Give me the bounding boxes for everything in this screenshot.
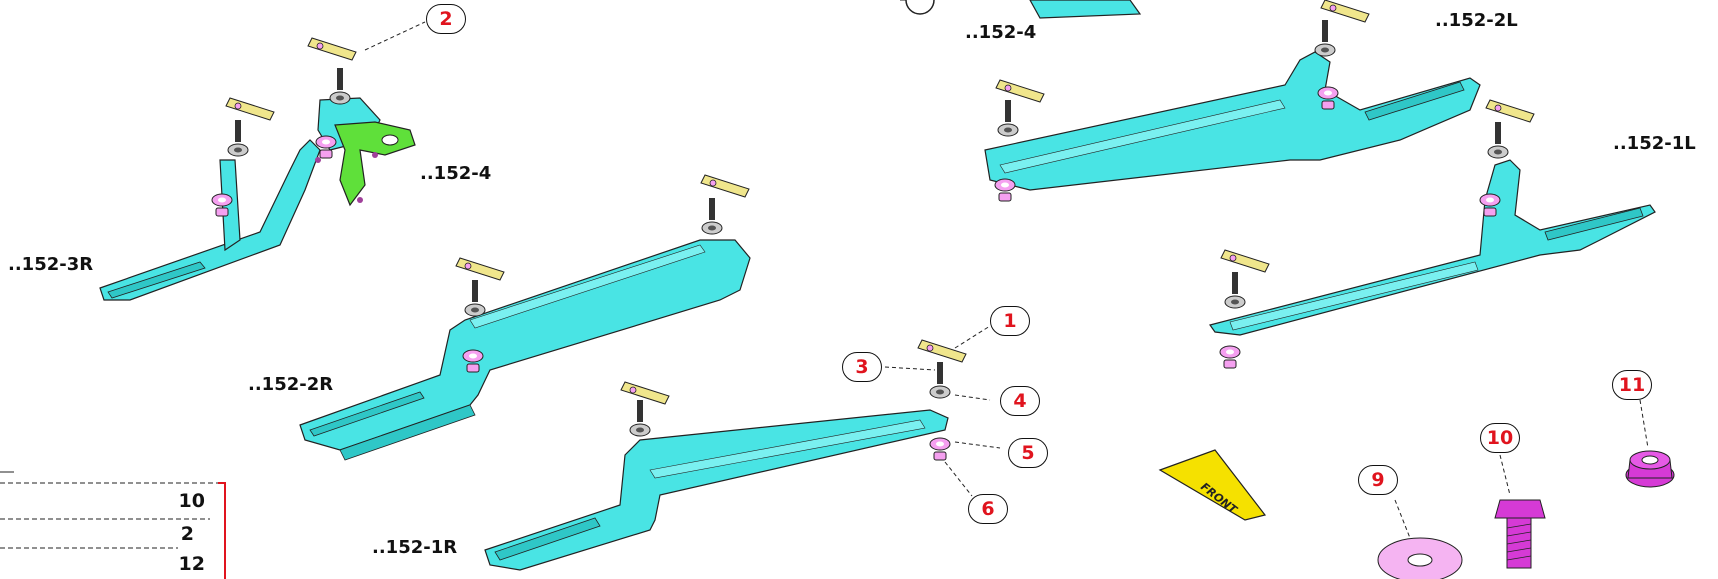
washer-nut-1l-a: [1219, 345, 1241, 369]
washer-nut-1r-b: [929, 437, 951, 461]
part-11-nut: [1625, 399, 1675, 488]
plate-top-2: [307, 37, 357, 61]
bolt-washer-2r-b: [701, 197, 723, 235]
plate-2r-b: [700, 174, 750, 198]
plate-2l-a: [995, 79, 1045, 103]
bolt-washer-top: [329, 67, 351, 105]
bracket-152-1r: [484, 409, 949, 571]
label-152-2l: ..152-2L: [1435, 10, 1518, 31]
bolt-washer-1l-b: [1487, 121, 1509, 159]
bracket-152-1l: [1209, 159, 1656, 336]
plate-2l-b: [1320, 0, 1370, 23]
bolt-washer-2l-b: [1314, 19, 1336, 57]
plate-1l-a: [1220, 249, 1270, 273]
callout-1: 1: [990, 306, 1030, 336]
callout-2: 2: [426, 4, 466, 34]
bolt-washer-3r: [227, 119, 249, 157]
label-152-1r: ..152-1R: [372, 537, 458, 558]
plate-1r-b: [917, 339, 967, 363]
label-152-3r: ..152-3R: [8, 254, 94, 275]
plate-1l-b: [1485, 99, 1535, 123]
part-10-bolt: [1494, 454, 1546, 569]
bolt-washer-1l-a: [1224, 271, 1246, 309]
qty-row-2: 2: [180, 523, 194, 545]
callout-11: 11: [1612, 370, 1652, 400]
bracket-152-2r: [299, 239, 751, 461]
washer-nut-2l-a: [994, 178, 1016, 202]
label-152-2r: ..152-2R: [248, 374, 334, 395]
bolt-washer-2l-a: [997, 99, 1019, 137]
label-152-1l: ..152-1L: [1613, 133, 1696, 154]
callout-6: 6: [968, 494, 1008, 524]
part-9-washer: [1377, 499, 1463, 579]
quantity-table-lines: [0, 471, 226, 579]
bolt-washer-2r-a: [464, 279, 486, 317]
partial-callout-top: [905, 0, 935, 15]
callout-9: 9: [1358, 465, 1398, 495]
callout-4: 4: [1000, 386, 1040, 416]
plate-2r-a: [455, 257, 505, 281]
label-152-4-top: ..152-4: [965, 22, 1037, 43]
front-arrow: FRONT: [1158, 449, 1267, 521]
bolt-washer-1r-a: [629, 399, 651, 437]
bracket-152-2l: [984, 0, 1481, 191]
callout-3: 3: [842, 352, 882, 382]
callout-10: 10: [1480, 423, 1520, 453]
qty-row-1: 10: [178, 490, 205, 512]
callout-5: 5: [1008, 438, 1048, 468]
bolt-washer-1r-b: [929, 361, 951, 399]
label-152-4-left: ..152-4: [420, 163, 492, 184]
qty-row-3: 12: [178, 553, 205, 575]
plate-3r: [225, 97, 275, 121]
green-bracket-152-4: [315, 121, 416, 207]
plate-1r-a: [620, 381, 670, 405]
